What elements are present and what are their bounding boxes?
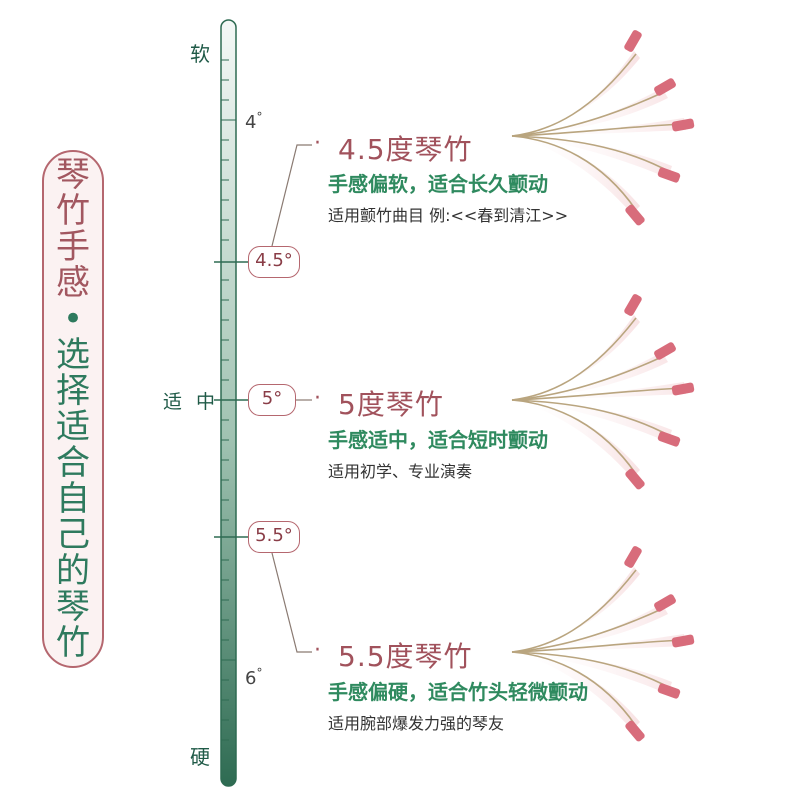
bullet-dot: · xyxy=(314,131,321,156)
degree-label-top: 4° xyxy=(245,110,263,133)
fan-illustration-hard xyxy=(511,544,696,744)
side-char: 选 xyxy=(56,335,90,375)
side-char: 己 xyxy=(56,515,90,555)
badge-4-5: 4.5° xyxy=(248,246,300,278)
item-description: 手感适中，适合短时颤动 xyxy=(328,428,548,452)
side-char: 择 xyxy=(56,371,90,411)
scale-medium-label: 适 中 xyxy=(163,391,220,413)
scale-ticks xyxy=(221,59,236,741)
side-char: 适 xyxy=(56,407,90,447)
item-description: 手感偏软，适合长久颤动 xyxy=(328,172,548,196)
scale-soft-label: 软 xyxy=(190,42,210,66)
side-title-frame xyxy=(42,150,104,668)
scale-bar xyxy=(220,19,237,787)
item-note: 适用腕部爆发力强的琴友 xyxy=(328,714,505,733)
side-title: 琴 竹 手 感 • 选 择 适 合 自 己 的 琴 竹 xyxy=(42,150,104,668)
badge-5-5: 5.5° xyxy=(248,521,300,553)
side-char: 手 xyxy=(56,227,90,267)
item-title: 4.5度琴竹 xyxy=(338,133,473,166)
item-title: 5.5度琴竹 xyxy=(338,640,473,673)
side-char: 竹 xyxy=(56,191,90,231)
fan-illustration-medium xyxy=(511,292,696,492)
side-char: 的 xyxy=(56,551,90,591)
badge-5: 5° xyxy=(248,384,296,416)
side-char: 琴 xyxy=(56,587,90,627)
bullet-dot: · xyxy=(314,386,321,411)
item-note: 适用初学、专业演奏 xyxy=(328,462,473,481)
side-char: 感 xyxy=(56,263,90,303)
side-char: 合 xyxy=(56,443,90,483)
item-title: 5度琴竹 xyxy=(338,388,444,421)
connector-lines xyxy=(271,144,312,653)
side-char: 自 xyxy=(56,479,90,519)
item-description: 手感偏硬，适合竹头轻微颤动 xyxy=(328,680,588,704)
degree-label-bottom: 6° xyxy=(245,666,263,689)
bullet-dot: · xyxy=(314,638,321,663)
side-char: 竹 xyxy=(56,623,90,663)
side-separator: • xyxy=(62,299,84,339)
item-note: 适用颤竹曲目 例:<<春到清江>> xyxy=(328,206,569,225)
scale-hard-label: 硬 xyxy=(190,745,210,769)
side-char: 琴 xyxy=(56,155,90,195)
